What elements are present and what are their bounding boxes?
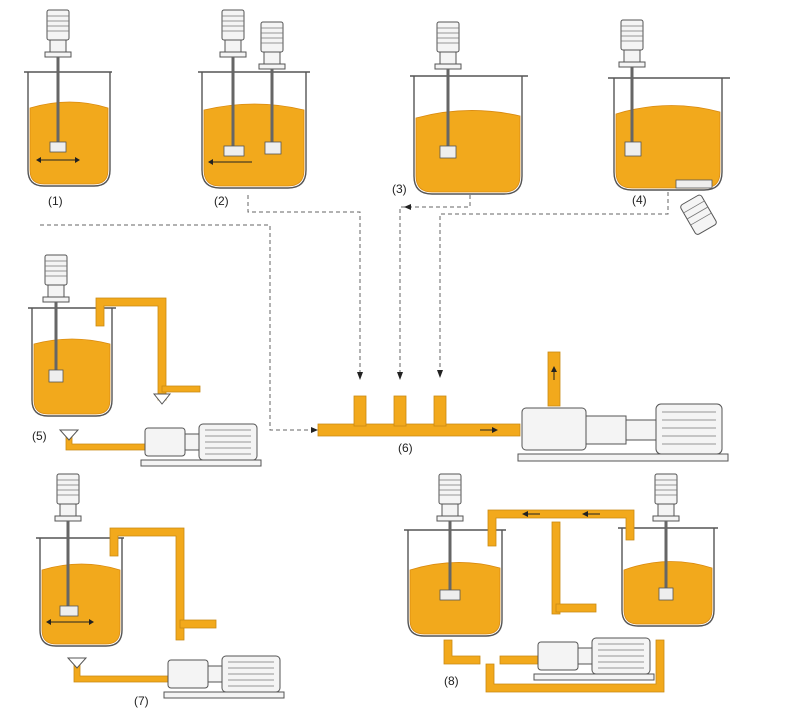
tank-liquid [41, 563, 121, 645]
mixer-motor-icon [44, 9, 72, 58]
label-setup-2: (2) [214, 194, 229, 208]
pump-unit-icon [163, 655, 285, 699]
rotor-stator-head-icon [658, 587, 674, 601]
outlet-pipe [443, 639, 481, 665]
setup-7-recirculation-loop: (7) [36, 473, 285, 708]
tank-wall [413, 76, 523, 195]
outlet-pipe [73, 659, 171, 683]
tank-wall [201, 72, 307, 189]
setup-1-batch-mixer: (1) [24, 9, 112, 208]
valve-icon [66, 657, 88, 669]
tank-wall [31, 308, 113, 417]
return-loop-pipe [485, 639, 665, 693]
return-pipe [95, 297, 167, 401]
tank-liquid [203, 103, 305, 187]
tank-wall [27, 72, 111, 187]
rotor-stator-head-icon [59, 605, 79, 617]
return-pipe [109, 527, 185, 641]
vertical-link-pipe [551, 521, 561, 615]
setup-4-bottom-mixer-tank: (4) [608, 19, 730, 235]
pump-suction-pipe [499, 655, 541, 665]
label-setup-4: (4) [632, 193, 647, 207]
label-setup-7: (7) [134, 694, 149, 708]
rotor-stator-head-icon [48, 369, 64, 383]
mixer-motor-icon [219, 9, 247, 58]
bottom-motor-icon [680, 194, 717, 235]
label-setup-6: (6) [398, 441, 413, 455]
rotor-stator-head-icon [264, 141, 282, 155]
rotor-stator-head-icon [223, 145, 245, 157]
setup-8-two-tank-loop: (8) [404, 473, 718, 693]
tank-liquid [29, 101, 109, 185]
mixer-motor-icon [436, 473, 464, 522]
mixer-motor-icon [258, 21, 286, 70]
setup-6-inline-manifold: (6) [317, 351, 729, 462]
rotor-stator-head-icon [624, 141, 642, 157]
tank-liquid [415, 110, 521, 193]
mixer-motor-icon [652, 473, 680, 522]
dashed-flow-lines [40, 192, 669, 433]
pump-unit-icon [533, 637, 655, 681]
mixer-motor-icon [618, 19, 646, 68]
pump-unit-icon [140, 423, 262, 467]
tank-wall [621, 528, 715, 627]
manifold-pipe [317, 423, 521, 437]
crossover-pipe [487, 509, 635, 547]
label-setup-8: (8) [444, 674, 459, 688]
manifold-branch [353, 395, 367, 427]
rotor-stator-head-icon [439, 589, 461, 601]
manifold-branch [393, 395, 407, 427]
mixer-motor-icon [434, 21, 462, 70]
valve-icon [152, 393, 172, 405]
outlet-pipe [65, 431, 151, 451]
inline-homogenizer-icon [517, 403, 729, 462]
label-setup-5: (5) [32, 429, 47, 443]
tank-wall [39, 538, 123, 647]
tank-wall [407, 530, 503, 637]
setup-3-tank: (3) [392, 21, 528, 196]
tank-liquid [33, 338, 111, 415]
setup-2-dual-shaft-mixer: (2) [198, 9, 310, 208]
valve-icon [58, 429, 80, 441]
tank-wall [613, 78, 723, 191]
setup-5-recirculation-loop: (5) [28, 254, 262, 467]
label-setup-3: (3) [392, 182, 407, 196]
inlet-pipe [179, 619, 217, 629]
tank-liquid [615, 105, 721, 189]
mixer-motor-icon [54, 473, 82, 522]
inlet-pipe [555, 603, 597, 613]
mixer-motor-icon [42, 254, 70, 303]
manifold-branch [433, 395, 447, 427]
rotor-stator-head-icon [439, 145, 457, 159]
rotor-stator-head-icon [49, 141, 67, 153]
label-setup-1: (1) [48, 194, 63, 208]
inlet-pipe [161, 385, 201, 393]
